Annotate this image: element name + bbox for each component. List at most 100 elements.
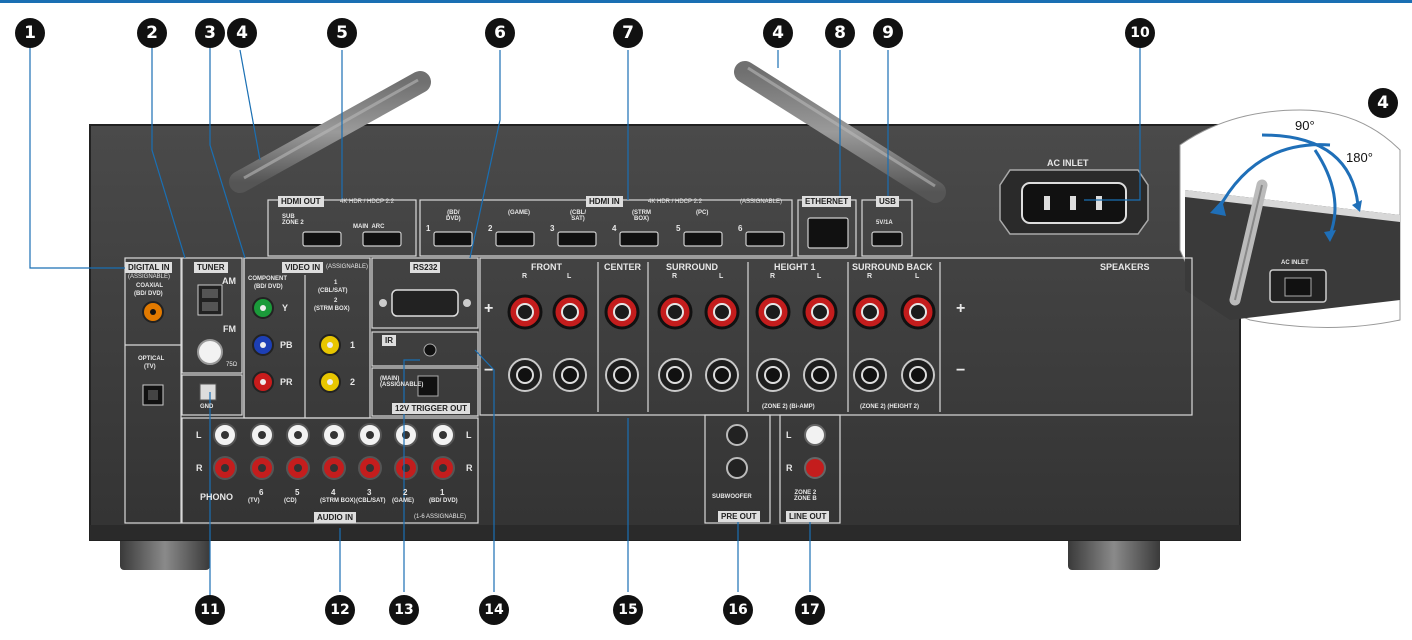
speaker-terminal-minus-core-1 — [516, 366, 534, 384]
speaker-terminal-minus-core-9 — [909, 366, 927, 384]
audio-l-jack-core-1 — [221, 431, 229, 439]
antenna-rotation-inset — [1179, 109, 1401, 328]
leader-10 — [1084, 48, 1141, 201]
coaxial-sub: (BD/ DVD) — [134, 291, 163, 297]
callout-4: 4 — [227, 18, 257, 48]
leader-1 — [29, 45, 125, 269]
speaker-terminal-plus-core-9 — [909, 303, 927, 321]
inset-ac-socket — [1284, 277, 1312, 297]
audio-r-jack-core-3 — [294, 464, 302, 472]
callout-16: 16 — [723, 595, 753, 625]
hdmi-in-name-4: (STRM BOX) — [632, 210, 651, 222]
callout-4-inset: 4 — [1368, 88, 1398, 118]
rs232-box — [371, 257, 479, 329]
speaker-minus-left: − — [484, 362, 494, 379]
optical-label: OPTICAL — [138, 356, 165, 362]
fm-ohm: 75Ω — [226, 362, 238, 368]
ethernet-port — [807, 217, 849, 249]
audio-input-num-2: 2 — [403, 488, 408, 497]
component-sub: (BD/ DVD) — [254, 284, 283, 290]
audio-r-jack-core-2 — [258, 464, 266, 472]
tuner-box — [181, 257, 243, 374]
hdmi-in-num-3: 3 — [550, 224, 555, 233]
top-rule — [0, 0, 1412, 3]
ir-box — [371, 331, 479, 367]
leader-13 — [403, 359, 420, 592]
audio-input-name-3: (CBL/SAT) — [356, 498, 386, 504]
ac-inlet-label: AC INLET — [1047, 158, 1089, 168]
fm-label: FM — [223, 324, 236, 334]
coaxial-label: COAXIAL — [136, 283, 163, 289]
audio-in-assignable: (1-6 ASSIGNABLE) — [414, 514, 467, 520]
speaker-terminals — [507, 294, 936, 392]
line-out-r-jack — [804, 457, 826, 479]
digital-in-box — [124, 257, 182, 524]
speaker-channel-label-3: R — [672, 273, 678, 280]
zone2-zoneb-label: ZONE 2 ZONE B — [794, 490, 817, 502]
pre-out-heading: PRE OUT — [718, 511, 760, 522]
callout-8: 8 — [825, 18, 855, 48]
audio-r-jack-core-4 — [330, 464, 338, 472]
speaker-channel-label-6: L — [817, 273, 822, 280]
callout-11: 11 — [195, 595, 225, 625]
trigger-sub: (MAIN) (ASSIGNABLE) — [380, 376, 424, 388]
component-y-label: Y — [282, 303, 289, 313]
speakers-heading: SPEAKERS — [1100, 262, 1150, 272]
line-out-heading: LINE OUT — [786, 511, 830, 522]
gnd-terminal — [199, 383, 217, 401]
callout-13: 13 — [389, 595, 419, 625]
rs232-port — [391, 289, 459, 317]
hdmi-in-name-3: (CBL/ SAT) — [570, 210, 586, 222]
usb-power: 5V/1A — [876, 220, 893, 226]
usb-port — [871, 231, 903, 247]
callout-17: 17 — [795, 595, 825, 625]
speaker-terminal-minus-core-2 — [561, 366, 579, 384]
speaker-terminal-minus-core-5 — [713, 366, 731, 384]
speaker-channel-label-2: L — [567, 273, 572, 280]
hdmi-in-2 — [495, 231, 535, 247]
video-2-num: 2 — [334, 298, 338, 304]
video-in-heading: VIDEO IN — [282, 262, 324, 273]
usb-heading: USB — [876, 196, 899, 207]
callout-14: 14 — [479, 595, 509, 625]
speaker-terminal-plus-core-6 — [764, 303, 782, 321]
zone2-height2-label: (ZONE 2) (HEIGHT 2) — [860, 404, 920, 410]
phono-label: PHONO — [200, 492, 234, 502]
height1-label: HEIGHT 1 — [774, 262, 816, 272]
hdmi-in-num-5: 5 — [676, 224, 681, 233]
ethernet-heading: ETHERNET — [802, 196, 852, 207]
leader-4 — [239, 49, 261, 161]
audio-input-num-5: 5 — [295, 488, 300, 497]
component-pb-label: PB — [280, 340, 293, 350]
speaker-terminal-plus-core-4 — [666, 303, 684, 321]
subwoofer-jack-1 — [726, 424, 748, 446]
speaker-terminal-minus-core-3 — [613, 366, 631, 384]
audio-l-left: L — [196, 430, 202, 440]
hdmi-in-num-2: 2 — [488, 224, 493, 233]
callout-5: 5 — [327, 18, 357, 48]
hdmi-out-sub — [302, 231, 342, 247]
speaker-terminal-plus-core-8 — [861, 303, 879, 321]
hdmi-out-main-label: MAIN ARC — [353, 224, 385, 230]
hdmi-in-spec: 4K HDR / HDCP 2.2 — [648, 199, 702, 205]
video-1-name: (CBL/SAT) — [318, 288, 348, 294]
audio-input-num-4: 4 — [331, 488, 336, 497]
callout-2: 2 — [137, 18, 167, 48]
center-label: CENTER — [604, 262, 642, 272]
audio-l-jack-core-4 — [330, 431, 338, 439]
rs232-heading: RS232 — [410, 262, 441, 273]
audio-input-name-1: (BD/ DVD) — [429, 498, 458, 504]
video-jack-1-label: 1 — [350, 340, 356, 350]
speaker-terminal-plus-core-1 — [516, 303, 534, 321]
subwoofer-label: SUBWOOFER — [712, 494, 752, 500]
callout-12: 12 — [325, 595, 355, 625]
inset-ac-inlet-label: AC INLET — [1281, 260, 1309, 266]
leader-6 — [469, 50, 501, 259]
audio-input-num-3: 3 — [367, 488, 372, 497]
speaker-terminal-plus-core-3 — [613, 303, 631, 321]
hdmi-in-3 — [557, 231, 597, 247]
hdmi-in-4 — [619, 231, 659, 247]
audio-r-left: R — [196, 463, 203, 473]
gnd-box — [181, 374, 243, 416]
